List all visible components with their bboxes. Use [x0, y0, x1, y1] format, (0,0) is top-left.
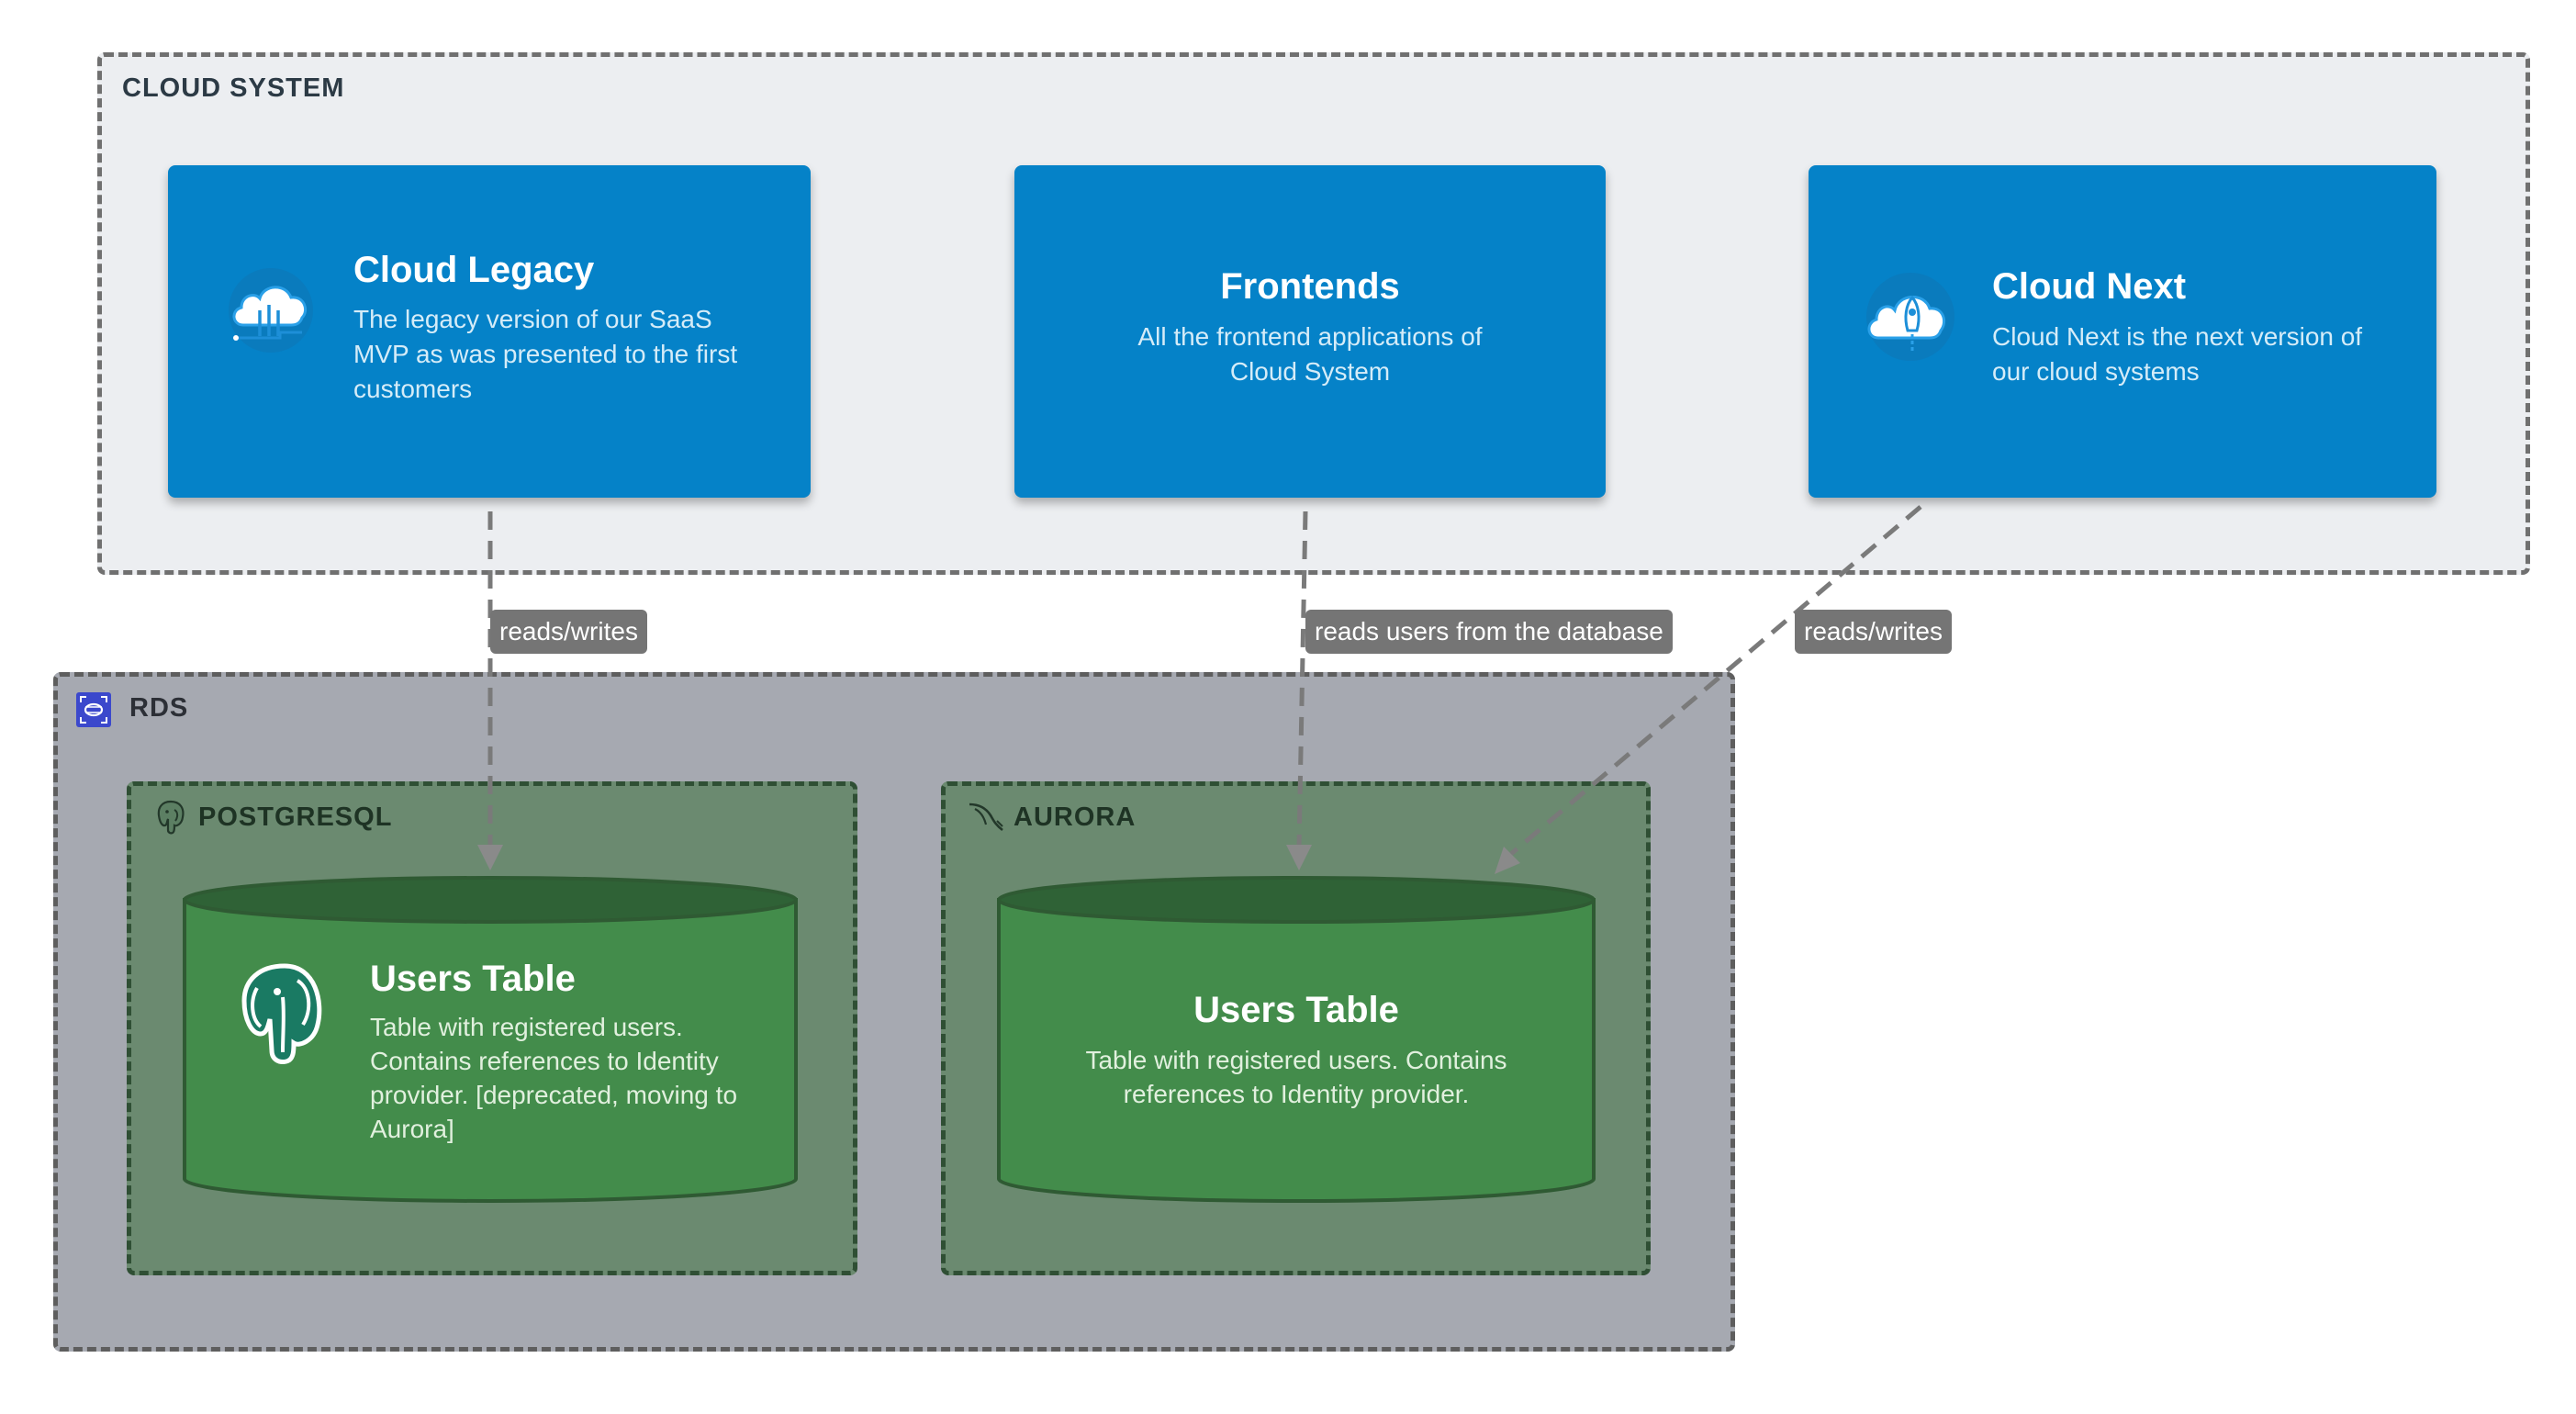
aurora-users-table[interactable]: Users Table Table with registered users.… [996, 870, 1596, 1212]
cloud-legacy-icon [223, 264, 319, 356]
cloud-rocket-icon [1860, 266, 1961, 367]
postgres-users-description: Table with registered users. Contains re… [370, 1013, 738, 1143]
postgres-users-title: Users Table [370, 959, 576, 999]
postgresql-small-icon [154, 799, 187, 836]
cloud-next-description: Cloud Next is the next version of our cl… [1992, 322, 2363, 386]
edge-label-next-to-aurora: reads/writes [1795, 610, 1952, 654]
aurora-users-description: Table with registered users. Contains re… [1085, 1046, 1507, 1108]
arrowhead-postgres [477, 845, 503, 870]
rds-label: RDS [129, 693, 189, 723]
frontends-description: All the frontend applications of Cloud S… [1137, 322, 1483, 386]
edge-label-frontends-to-aurora: reads users from the database [1305, 610, 1673, 654]
aurora-users-title: Users Table [1193, 990, 1399, 1030]
cloud-legacy-description: The legacy version of our SaaS MVP as wa… [353, 305, 738, 403]
frontends-node[interactable]: Frontends All the frontend applications … [1014, 165, 1606, 498]
aurora-small-icon [966, 799, 1006, 836]
edge-frontends-to-aurora [1296, 511, 1308, 847]
postgres-users-table[interactable]: Users Table Table with registered users.… [182, 870, 799, 1212]
cloud-next-title: Cloud Next [1992, 266, 2187, 307]
cloud-legacy-title: Cloud Legacy [353, 250, 595, 290]
arrowhead-aurora-frontends [1286, 845, 1312, 870]
cloud-system-label: CLOUD SYSTEM [122, 73, 345, 103]
rds-icon [76, 692, 111, 727]
arrowhead-aurora-next [1495, 847, 1520, 874]
cloud-legacy-node[interactable]: Cloud Legacy The legacy version of our S… [168, 165, 811, 498]
aurora-label: AURORA [1014, 802, 1137, 832]
frontends-title: Frontends [1220, 266, 1400, 307]
postgresql-label: POSTGRESQL [198, 802, 393, 832]
postgresql-elephant-icon [230, 960, 340, 1071]
edge-label-legacy-to-postgres: reads/writes [490, 610, 647, 654]
cloud-next-node[interactable]: Cloud Next Cloud Next is the next versio… [1809, 165, 2436, 498]
edge-next-to-aurora [1509, 505, 1922, 856]
